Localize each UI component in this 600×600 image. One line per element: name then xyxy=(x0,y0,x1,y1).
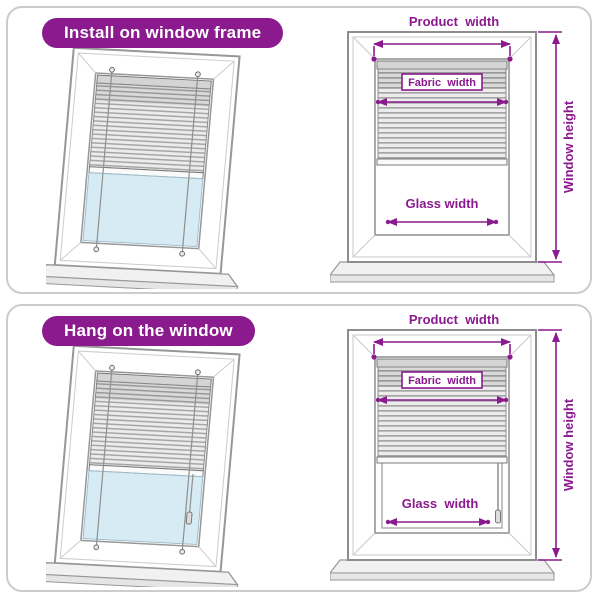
tension-cords xyxy=(93,66,201,257)
window-3d-illustration xyxy=(46,344,241,587)
product-width-label: Product width xyxy=(409,312,499,327)
panel-title: Hang on the window xyxy=(64,321,233,340)
fabric-width-label: Fabric width xyxy=(408,375,476,387)
headrail xyxy=(376,60,508,70)
pleated-blind xyxy=(88,74,212,180)
window-height-dimension: Window height xyxy=(538,31,576,263)
product-width-dimension: Product width xyxy=(371,312,513,360)
glass-width-dimension: Glass width xyxy=(385,496,491,526)
window-sill xyxy=(330,261,556,283)
fabric-width-dimension: Fabric width xyxy=(375,73,509,106)
fabric-width-dimension: Fabric width xyxy=(375,371,509,404)
panel-install-on-frame: Install on window frame xyxy=(6,6,592,294)
fabric-width-label-box xyxy=(401,73,483,91)
window-3d-illustration xyxy=(46,46,241,289)
glass-pane xyxy=(82,172,204,248)
glass-pane xyxy=(82,470,204,546)
fabric-width-label-box xyxy=(401,371,483,389)
panel-hang-on-window: Hang on the window xyxy=(6,304,592,592)
glass-width-dimension: Glass width xyxy=(385,196,499,226)
pull-cord xyxy=(185,474,194,525)
window-sill xyxy=(330,559,556,581)
panel-title-badge: Hang on the window xyxy=(42,316,255,346)
window-height-label: Window height xyxy=(561,398,576,491)
headrail xyxy=(376,358,508,368)
bottom-rail xyxy=(376,456,508,464)
tension-cords xyxy=(93,364,201,555)
measurement-diagram: Product width Fabric width Glass width xyxy=(330,14,576,283)
panel-title-badge: Install on window frame xyxy=(42,18,284,48)
measurement-diagram: Product width Fabric width Glass width xyxy=(330,312,576,581)
glass-width-label: Glass width xyxy=(406,196,479,211)
bottom-rail xyxy=(376,158,508,166)
window-sill xyxy=(46,264,239,289)
window-height-label: Window height xyxy=(561,100,576,193)
product-width-label: Product width xyxy=(409,14,499,29)
window-height-dimension: Window height xyxy=(538,329,576,561)
glass-width-label: Glass width xyxy=(402,496,479,511)
fabric-width-label: Fabric width xyxy=(408,77,476,89)
window-sill xyxy=(46,562,239,587)
pull-cord xyxy=(495,463,501,524)
product-width-dimension: Product width xyxy=(371,14,513,62)
pleated-blind xyxy=(88,372,212,478)
panel-title: Install on window frame xyxy=(64,23,262,42)
